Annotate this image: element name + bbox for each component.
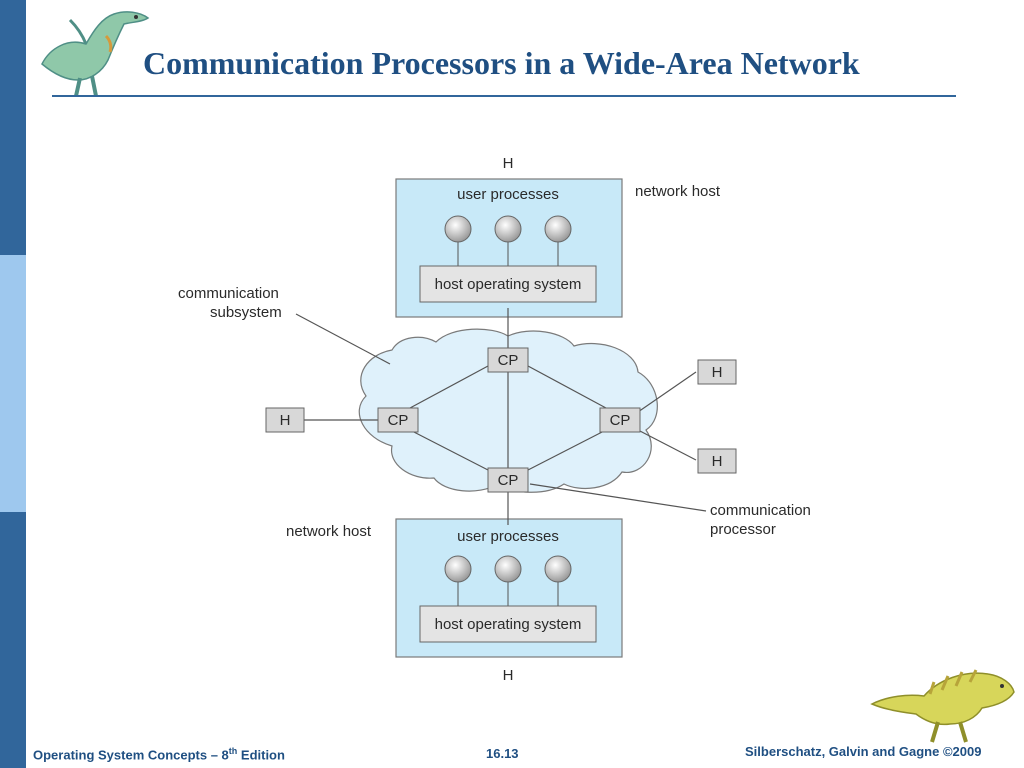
footer-book-prefix: Operating System Concepts – 8: [33, 747, 229, 763]
sidebar-stripe-middle: [0, 255, 26, 512]
wan-diagram: H user processes host operating system n…: [178, 155, 811, 684]
top-host-os-box: [419, 265, 597, 303]
network-host-top: network host: [635, 183, 721, 200]
comm-subsystem-label-1: communication: [178, 285, 279, 302]
page-title: Communication Processors in a Wide-Area …: [143, 45, 860, 81]
host-bottom-label: H: [503, 667, 514, 684]
host-right-bottom-box: [697, 448, 737, 474]
footer-book-title: Operating System Concepts – 8th Edition: [33, 746, 285, 762]
host-right-bottom-label: H: [712, 453, 723, 470]
sidebar-stripe-top: [0, 0, 26, 255]
sidebar-stripe-bottom: [0, 512, 26, 768]
bottom-host-os-box: [419, 605, 597, 643]
title-underline: [52, 95, 956, 97]
cp-bottom-label: CP: [498, 472, 519, 489]
dinosaur-logo-top: [41, 11, 150, 97]
host-left-box: [265, 407, 305, 433]
process-circle: [544, 555, 572, 583]
dinosaur-logo-bottom: [870, 669, 1015, 743]
cp-left-label: CP: [388, 412, 409, 429]
footer-page-number: 16.13: [486, 746, 519, 761]
host-os-bottom: host operating system: [435, 616, 582, 633]
cp-bottom-box: [487, 467, 529, 493]
process-circle: [494, 555, 522, 583]
cp-right-box: [599, 407, 641, 433]
cp-top-label: CP: [498, 352, 519, 369]
process-circle: [544, 215, 572, 243]
process-circle: [494, 215, 522, 243]
user-processes-bottom: user processes: [457, 528, 559, 545]
cp-left-box: [377, 407, 419, 433]
user-processes-top: user processes: [457, 186, 559, 203]
footer-book-sup: th: [228, 746, 238, 756]
host-top-label: H: [503, 155, 514, 172]
comm-processor-label-2: processor: [710, 521, 776, 538]
cp-right-label: CP: [610, 412, 631, 429]
host-right-top-label: H: [712, 364, 723, 381]
host-left-label: H: [280, 412, 291, 429]
comm-processor-label-1: communication: [710, 502, 811, 519]
network-host-bottom: network host: [286, 523, 372, 540]
host-right-top-box: [697, 359, 737, 385]
process-circle: [444, 215, 472, 243]
footer-book-suffix: Edition: [237, 747, 285, 763]
host-os-top: host operating system: [435, 276, 582, 293]
comm-subsystem-label-2: subsystem: [210, 304, 282, 321]
cp-top-box: [487, 347, 529, 373]
process-circle: [444, 555, 472, 583]
footer-copyright: Silberschatz, Galvin and Gagne ©2009: [745, 744, 982, 759]
